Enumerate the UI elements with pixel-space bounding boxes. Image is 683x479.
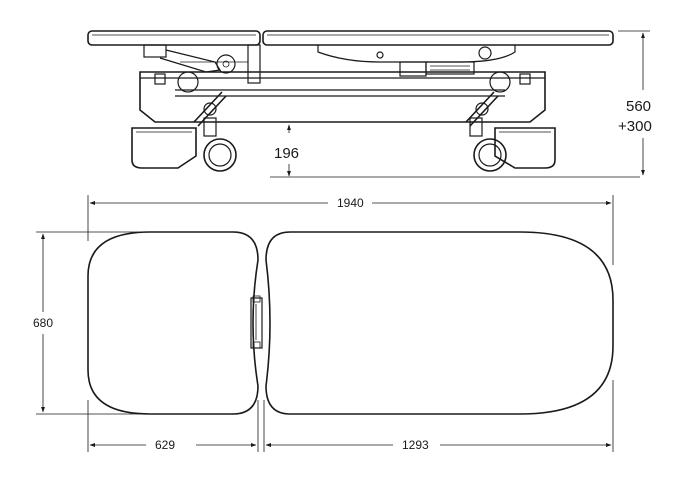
total-length-dimension: 1940 <box>87 195 614 265</box>
base-left <box>131 127 197 169</box>
top-view: 1940 680 629 <box>33 195 614 452</box>
brake-lever-left <box>193 91 227 127</box>
lift-column <box>317 45 516 77</box>
body-section-pad <box>265 231 614 415</box>
head-tilt-mechanism <box>143 44 261 84</box>
width-dimension: 680 <box>33 231 155 415</box>
body-section-length-label: 1293 <box>402 438 429 452</box>
section-length-dimensions: 629 1293 <box>87 380 614 452</box>
height-dim-extension-label: +300 <box>618 118 652 135</box>
width-label: 680 <box>33 316 53 330</box>
height-dim-label: 560 <box>626 98 651 115</box>
head-section-length-label: 629 <box>155 438 175 452</box>
total-length-label: 1940 <box>337 196 364 210</box>
head-section-pad <box>87 231 259 415</box>
pad-hinge <box>250 295 263 349</box>
castor-left <box>203 117 237 172</box>
height-dimension: 560 +300 <box>618 30 652 176</box>
castor-right <box>469 117 507 172</box>
side-view: 196 560 +300 <box>87 30 652 178</box>
clearance-dimension: 196 <box>270 124 640 178</box>
table-top-side <box>87 30 614 46</box>
chassis-frame <box>139 71 546 123</box>
brake-lever-right <box>465 91 499 127</box>
clearance-dim-label: 196 <box>274 145 299 162</box>
